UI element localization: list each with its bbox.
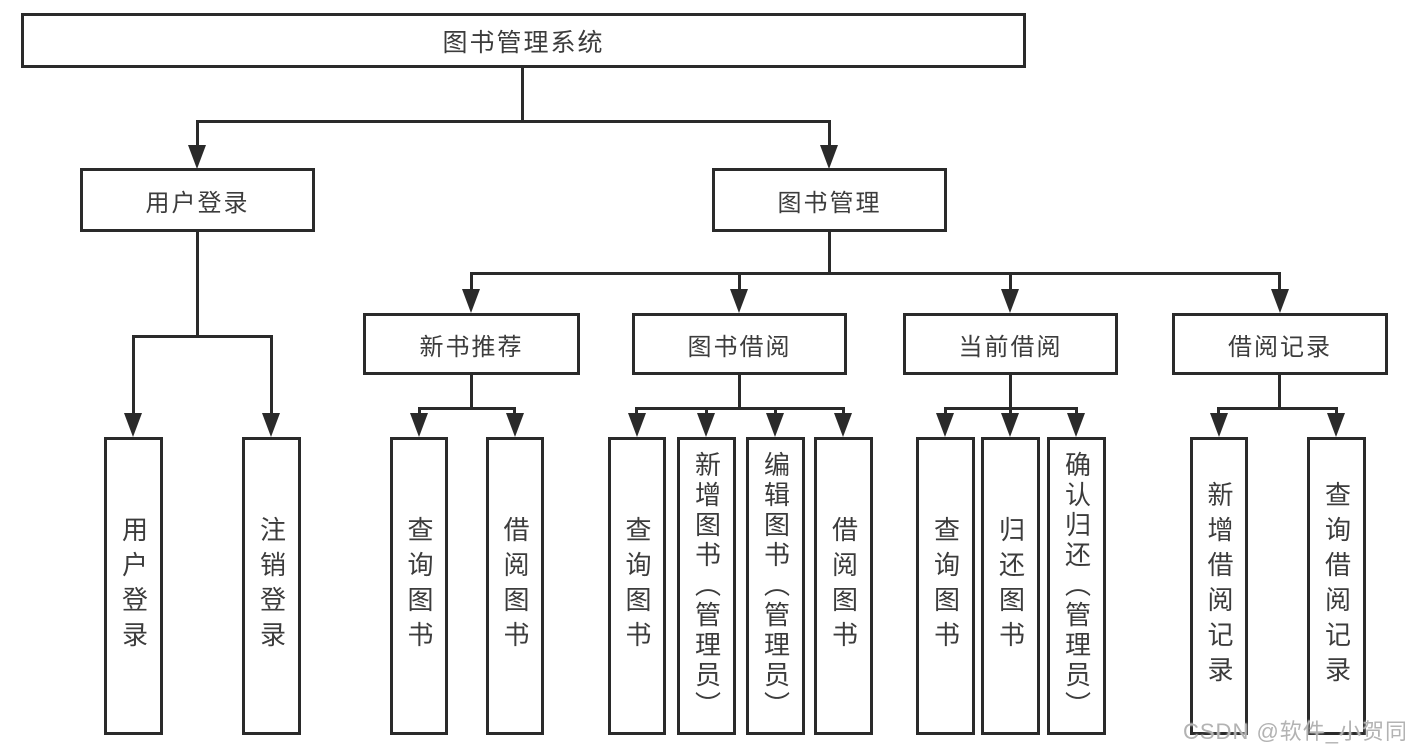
connector-stem <box>1278 272 1281 293</box>
node-label: 新增图书（管理员） <box>691 451 722 721</box>
arrow-down-icon <box>410 413 428 437</box>
connector-stem <box>1217 407 1220 417</box>
connector-stem <box>1075 407 1078 417</box>
arrow-down-icon <box>766 413 784 437</box>
connector-records-vertical <box>1278 375 1281 407</box>
connector-current-vertical <box>1009 375 1012 407</box>
arrow-down-icon <box>820 145 838 169</box>
connector-stem <box>470 272 473 293</box>
connector-bookmgmt-horizontal <box>470 272 1280 275</box>
leaf-add-borrow-record: 新增借阅记录 <box>1190 437 1248 735</box>
connector-stem <box>513 407 516 417</box>
connector-stem <box>1335 407 1338 417</box>
node-label: 查询图书 <box>404 516 434 656</box>
node-label: 当前借阅 <box>958 333 1063 361</box>
node-book-management: 图书管理 <box>712 168 947 232</box>
leaf-user-login: 用户登录 <box>104 437 163 735</box>
connector-borrow-vertical <box>738 375 741 407</box>
node-user-login: 用户登录 <box>80 168 315 232</box>
node-label: 查询借阅记录 <box>1321 481 1352 691</box>
node-label: 借阅图书 <box>500 516 530 656</box>
watermark: CSDN @软件_小贺同学 <box>1183 719 1405 744</box>
arrow-down-icon <box>124 413 142 437</box>
connector-stem <box>1009 272 1012 293</box>
connector-stem <box>270 335 273 417</box>
arrow-down-icon <box>188 145 206 169</box>
node-label: 借阅图书 <box>828 516 859 656</box>
arrow-down-icon <box>462 289 480 313</box>
leaf-query-books-recommend: 查询图书 <box>390 437 448 735</box>
node-label: 图书管理系统 <box>442 28 605 57</box>
node-label: 新书推荐 <box>419 333 524 361</box>
node-label: 编辑图书（管理员） <box>760 451 791 721</box>
node-label: 归还图书 <box>995 516 1026 656</box>
arrow-down-icon <box>628 413 646 437</box>
arrow-down-icon <box>506 413 524 437</box>
leaf-query-borrow-record: 查询借阅记录 <box>1307 437 1366 735</box>
node-library-management-system: 图书管理系统 <box>21 13 1026 68</box>
node-label: 图书管理 <box>777 189 882 217</box>
arrow-down-icon <box>697 413 715 437</box>
connector-stem <box>705 407 708 417</box>
arrow-down-icon <box>1001 413 1019 437</box>
connector-root-horizontal <box>196 120 831 123</box>
node-book-borrowing: 图书借阅 <box>632 313 847 375</box>
connector-records-horizontal <box>1218 407 1337 410</box>
arrow-down-icon <box>1210 413 1228 437</box>
node-label: 确认归还（管理员） <box>1061 451 1092 721</box>
node-current-borrowing: 当前借阅 <box>903 313 1118 375</box>
connector-stem <box>635 407 638 417</box>
node-label: 图书借阅 <box>687 333 792 361</box>
arrow-down-icon <box>730 289 748 313</box>
leaf-query-books-borrow: 查询图书 <box>608 437 666 735</box>
connector-bookmgmt-vertical <box>828 232 831 272</box>
arrow-down-icon <box>1271 289 1289 313</box>
arrow-down-icon <box>1001 289 1019 313</box>
leaf-borrow-books: 借阅图书 <box>814 437 873 735</box>
leaf-edit-books-admin: 编辑图书（管理员） <box>746 437 805 735</box>
arrow-down-icon <box>1067 413 1085 437</box>
connector-stem <box>196 120 199 149</box>
connector-recommend-vertical <box>470 375 473 407</box>
connector-borrow-horizontal <box>636 407 844 410</box>
connector-stem <box>774 407 777 417</box>
connector-stem <box>418 407 421 417</box>
connector-stem <box>132 335 135 417</box>
leaf-confirm-return-admin: 确认归还（管理员） <box>1047 437 1106 735</box>
arrow-down-icon <box>1327 413 1345 437</box>
arrow-down-icon <box>834 413 852 437</box>
connector-root-vertical <box>521 68 524 120</box>
node-new-book-recommendation: 新书推荐 <box>363 313 580 375</box>
node-label: 查询图书 <box>930 516 961 656</box>
node-label: 借阅记录 <box>1228 333 1332 361</box>
node-borrowing-records: 借阅记录 <box>1172 313 1388 375</box>
leaf-borrow-books-recommend: 借阅图书 <box>486 437 544 735</box>
connector-stem <box>1009 407 1012 417</box>
leaf-return-books: 归还图书 <box>981 437 1040 735</box>
node-label: 查询图书 <box>622 516 652 656</box>
node-label: 用户登录 <box>118 516 149 656</box>
connector-userlogin-vertical <box>196 231 199 335</box>
connector-stem <box>738 272 741 293</box>
connector-userlogin-horizontal <box>132 335 273 338</box>
connector-recommend-horizontal <box>418 407 516 410</box>
connector-stem <box>842 407 845 417</box>
connector-stem <box>944 407 947 417</box>
leaf-add-books-admin: 新增图书（管理员） <box>677 437 736 735</box>
node-label: 新增借阅记录 <box>1204 481 1234 691</box>
leaf-logout: 注销登录 <box>242 437 301 735</box>
arrow-down-icon <box>262 413 280 437</box>
arrow-down-icon <box>936 413 954 437</box>
node-label: 注销登录 <box>256 516 287 656</box>
leaf-query-books-current: 查询图书 <box>916 437 975 735</box>
connector-stem <box>828 120 831 149</box>
node-label: 用户登录 <box>145 189 250 217</box>
